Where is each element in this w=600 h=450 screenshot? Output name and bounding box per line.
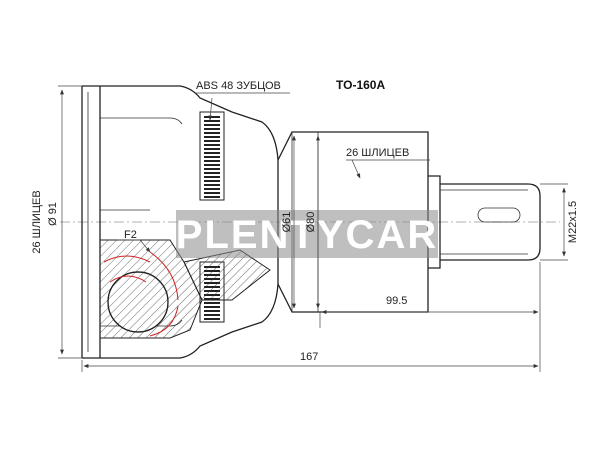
- abs-tooth: [204, 184, 220, 186]
- abs-tooth: [204, 136, 220, 138]
- dim-99-5: 99.5: [386, 295, 407, 307]
- dim-80: Ø80: [305, 212, 317, 233]
- dim-thread: M22x1.5: [567, 201, 579, 243]
- abs-tooth: [204, 314, 220, 316]
- abs-tooth: [204, 196, 220, 198]
- watermark-text: PLENTYCAR: [176, 213, 438, 257]
- abs-tooth: [204, 160, 220, 162]
- abs-tooth: [204, 152, 220, 154]
- abs-tooth: [204, 180, 220, 182]
- spline-label-left: 26 ШЛИЦЕВ: [31, 190, 43, 253]
- watermark: PLENTYCAR: [176, 210, 438, 258]
- abs-tooth: [204, 120, 220, 122]
- abs-tooth: [204, 306, 220, 308]
- abs-tooth: [204, 176, 220, 178]
- abs-tooth: [204, 168, 220, 170]
- dim-61: Ø61: [281, 212, 293, 233]
- abs-tooth: [204, 192, 220, 194]
- abs-tooth: [204, 140, 220, 142]
- abs-tooth: [204, 302, 220, 304]
- dimensions: [58, 85, 568, 372]
- abs-tooth: [204, 144, 220, 146]
- abs-tooth: [204, 116, 220, 118]
- dim-167: 167: [300, 351, 318, 363]
- abs-tooth: [204, 148, 220, 150]
- f2-label: F2: [124, 229, 137, 241]
- abs-tooth: [204, 318, 220, 320]
- abs-tooth: [204, 128, 220, 130]
- abs-tooth: [204, 124, 220, 126]
- abs-tooth: [204, 164, 220, 166]
- abs-tooth: [204, 188, 220, 190]
- abs-tooth: [204, 132, 220, 134]
- section-view: [99, 239, 271, 339]
- abs-tooth: [204, 172, 220, 174]
- abs-tooth: [204, 156, 220, 158]
- abs-tooth: [204, 310, 220, 312]
- spline-label-right: 26 ШЛИЦЕВ: [346, 147, 409, 159]
- dim-91: Ø 91: [47, 202, 59, 226]
- abs-label: ABS 48 ЗУБЦОВ: [196, 80, 281, 92]
- part-code: TO-160A: [336, 78, 385, 92]
